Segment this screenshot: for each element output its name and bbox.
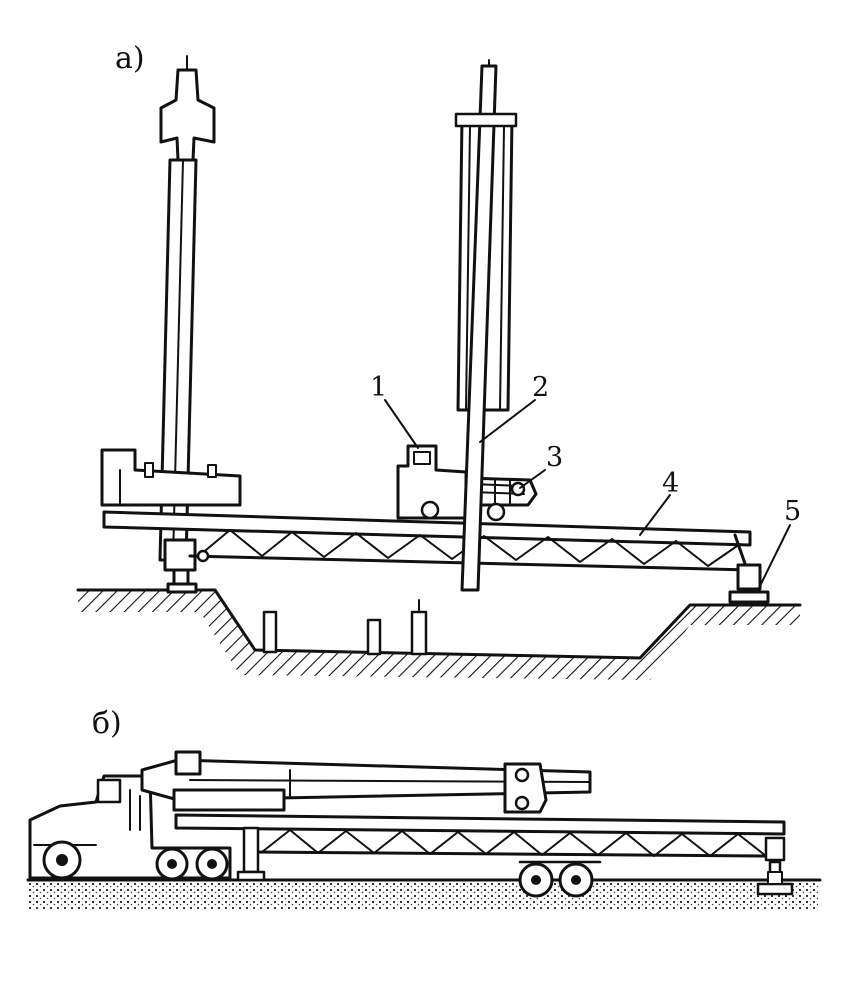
bridge-truss [102, 510, 752, 580]
panel-b: б) [26, 706, 822, 910]
left-pile-driver [100, 55, 242, 594]
callout-3: 3 [546, 442, 563, 473]
ground-pit [76, 588, 802, 680]
leader-lines [384, 399, 791, 591]
panel-b-label: б) [92, 706, 122, 741]
truck-tractor [28, 774, 232, 881]
laid-mast [140, 750, 592, 814]
right-support [728, 563, 770, 604]
panel-a-label: а) [115, 41, 145, 76]
callout-1: 1 [370, 372, 387, 403]
folded-truss [174, 813, 794, 896]
trailer-bogie [518, 860, 602, 898]
piles [262, 599, 428, 656]
center-pile-driver [396, 59, 538, 592]
callout-2: 2 [532, 372, 549, 403]
road-ground [26, 878, 822, 910]
panel-a: а) 1 2 3 4 5 [76, 41, 802, 680]
callout-5: 5 [784, 496, 801, 527]
callout-4: 4 [662, 468, 679, 499]
